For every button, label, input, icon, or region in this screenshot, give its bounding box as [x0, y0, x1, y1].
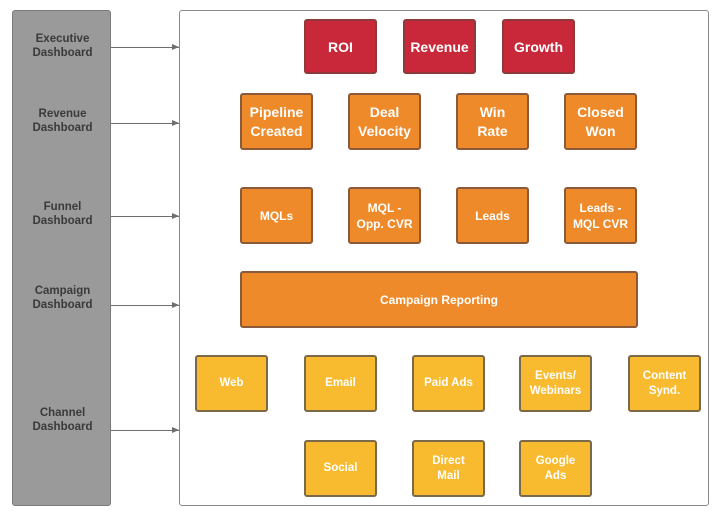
arrow-revenue	[111, 120, 179, 126]
dashboard-sidebar: Executive Dashboard Revenue Dashboard Fu…	[12, 10, 111, 506]
metric-mql-opp-cvr: MQL - Opp. CVR	[348, 187, 421, 244]
channel-direct-mail: Direct Mail	[412, 440, 485, 497]
metrics-panel	[179, 10, 709, 506]
sidebar-label-revenue: Revenue Dashboard	[32, 108, 93, 134]
channel-events-webinars: Events/ Webinars	[519, 355, 592, 412]
channel-content-synd: Content Synd.	[628, 355, 701, 412]
channel-social: Social	[304, 440, 377, 497]
metric-deal-velocity: Deal Velocity	[348, 93, 421, 150]
metric-leads: Leads	[456, 187, 529, 244]
metric-growth: Growth	[502, 19, 575, 74]
sidebar-label-channel: Channel Dashboard	[32, 407, 93, 433]
metric-win-rate: Win Rate	[456, 93, 529, 150]
metric-revenue: Revenue	[403, 19, 476, 74]
metric-mqls: MQLs	[240, 187, 313, 244]
channel-web: Web	[195, 355, 268, 412]
channel-paid-ads: Paid Ads	[412, 355, 485, 412]
arrow-campaign	[111, 302, 179, 308]
arrow-funnel	[111, 213, 179, 219]
sidebar-label-executive: Executive Dashboard	[32, 33, 93, 59]
metric-closed-won: Closed Won	[564, 93, 637, 150]
metric-leads-mql-cvr: Leads - MQL CVR	[564, 187, 637, 244]
metric-roi: ROI	[304, 19, 377, 74]
metric-pipeline-created: Pipeline Created	[240, 93, 313, 150]
campaign-reporting: Campaign Reporting	[240, 271, 638, 328]
sidebar-label-campaign: Campaign Dashboard	[32, 285, 93, 311]
channel-google-ads: Google Ads	[519, 440, 592, 497]
sidebar-label-funnel: Funnel Dashboard	[32, 201, 93, 227]
channel-email: Email	[304, 355, 377, 412]
arrow-channel	[111, 427, 179, 433]
arrow-executive	[111, 44, 179, 50]
